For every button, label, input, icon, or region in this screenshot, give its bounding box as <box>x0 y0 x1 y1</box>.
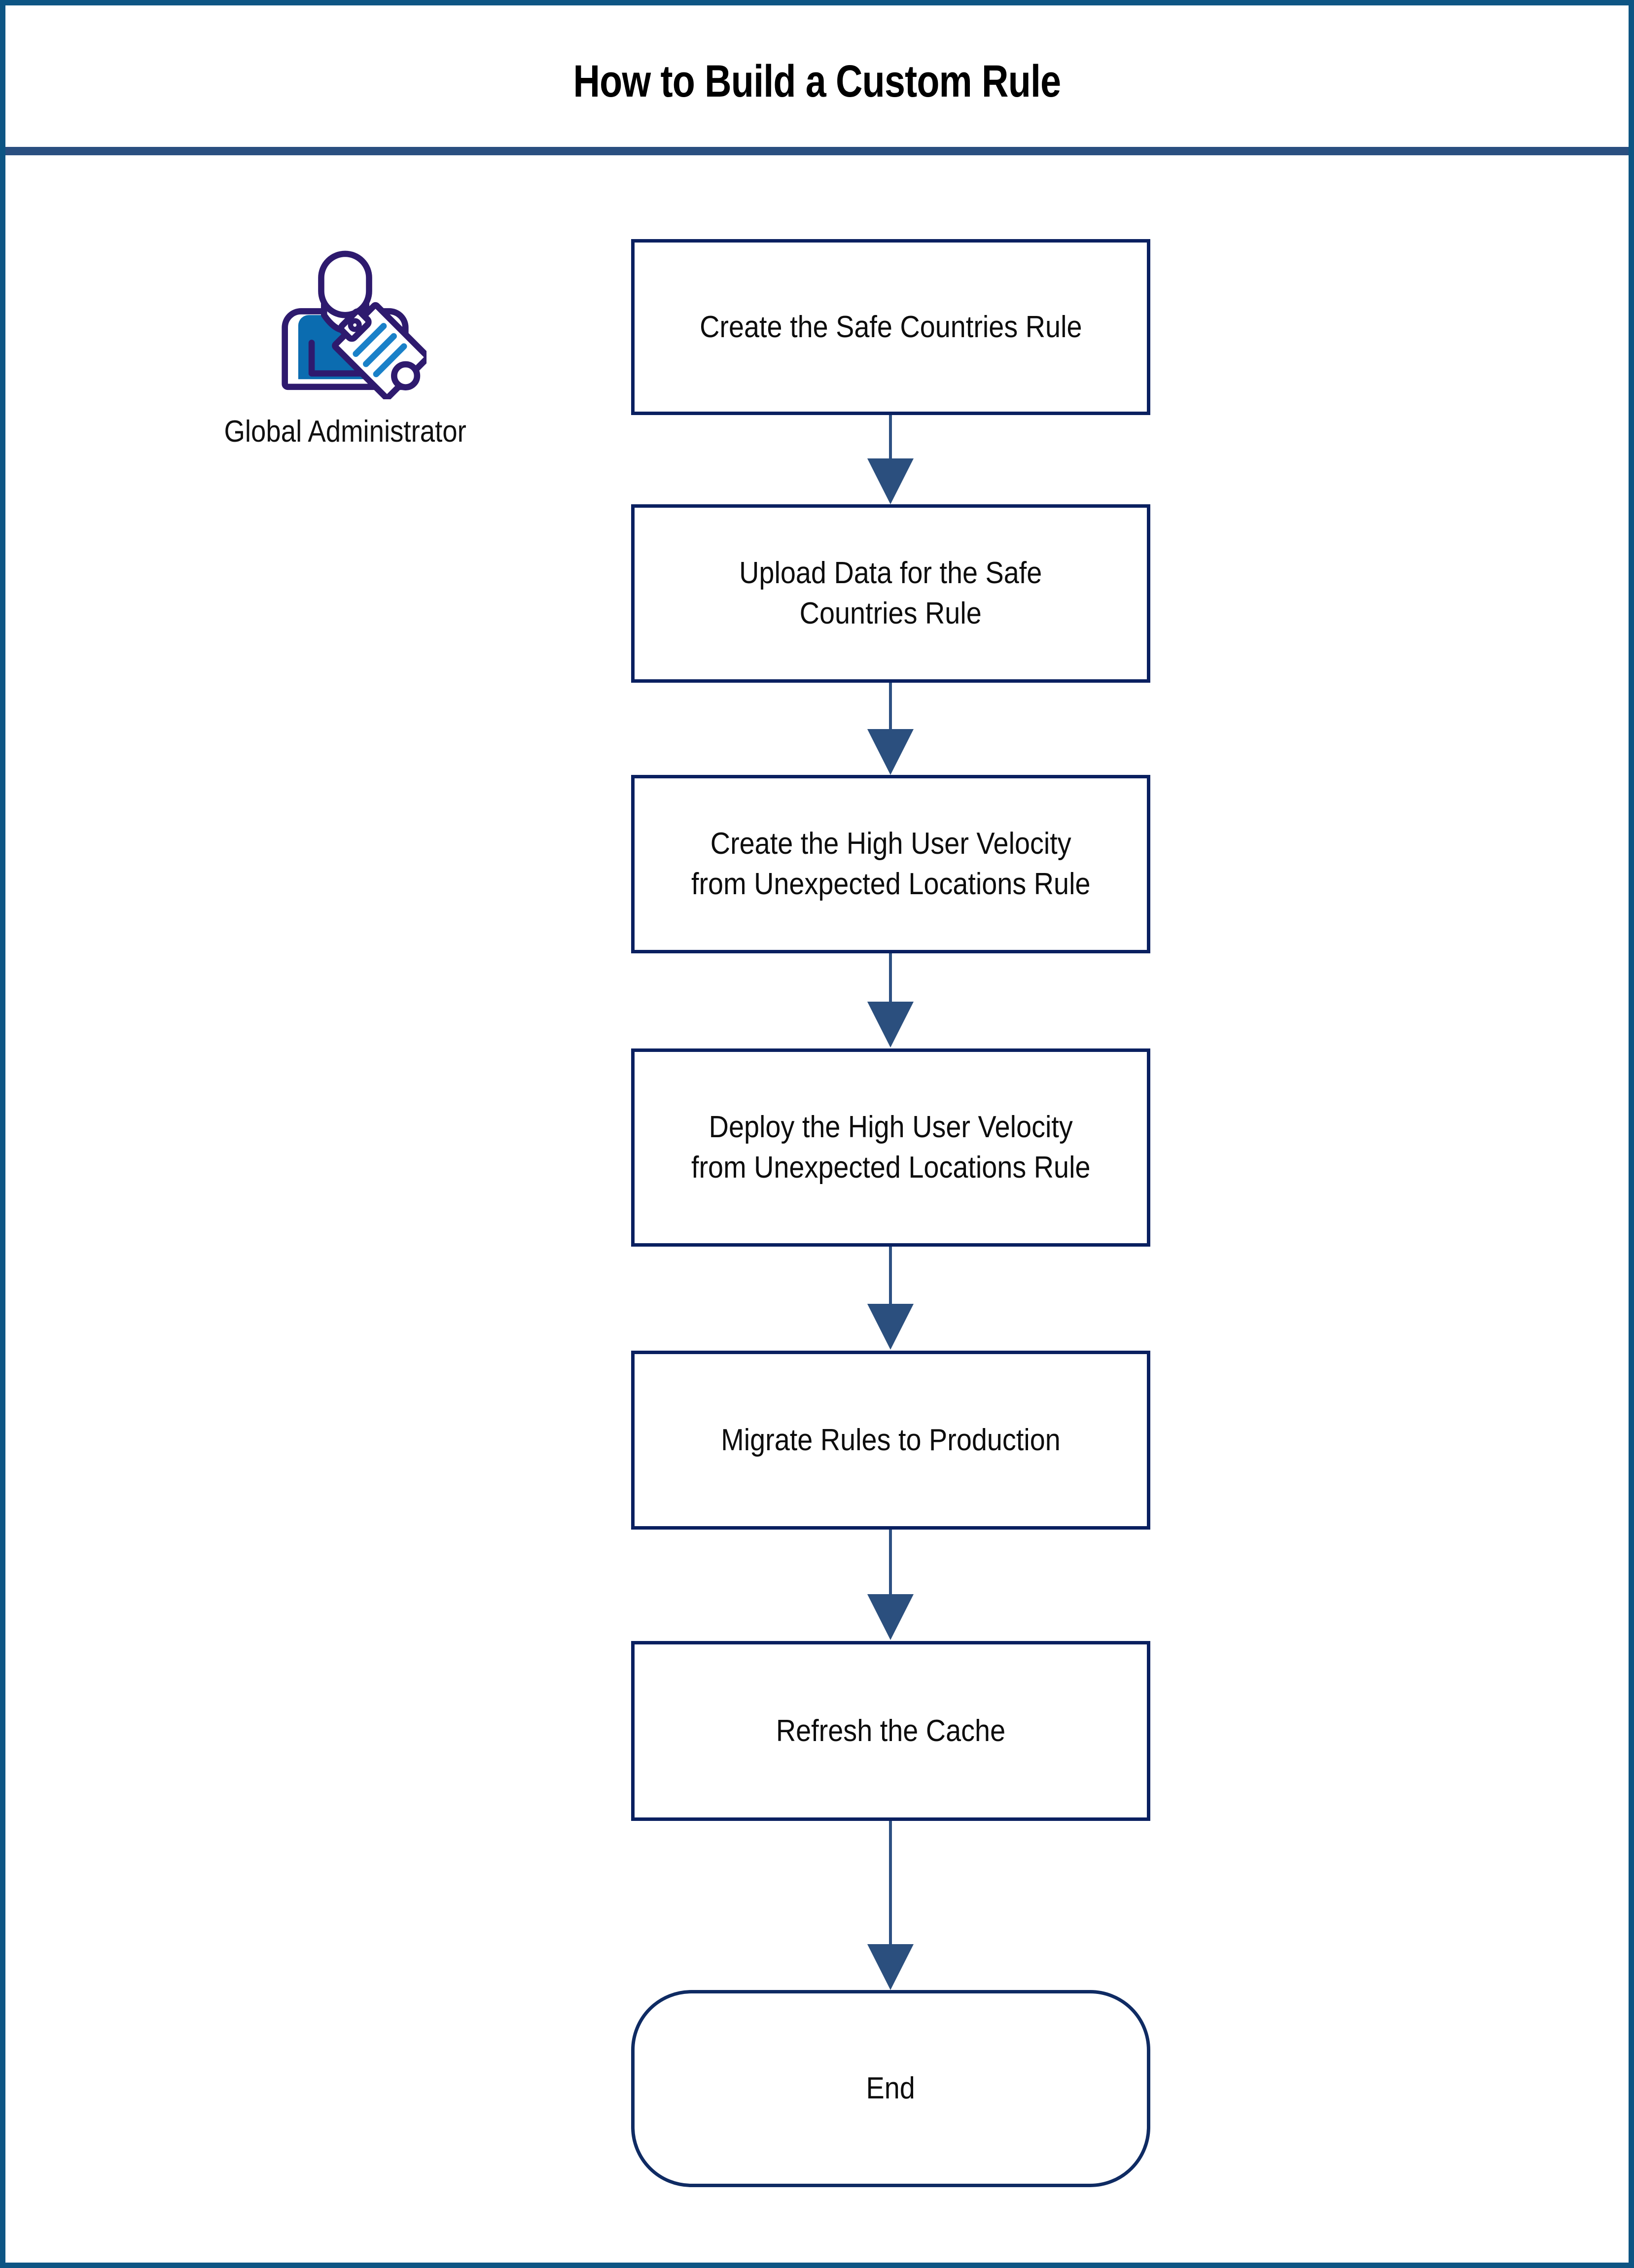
node-label: Deploy the High User Velocity from Unexp… <box>691 1110 1091 1185</box>
node-deploy-high-user-velocity-rule[interactable]: Deploy the High User Velocity from Unexp… <box>631 1048 1150 1247</box>
arrowhead-1 <box>867 458 914 504</box>
node-upload-data-safe-countries-rule[interactable]: Upload Data for the Safe Countries Rule <box>631 504 1150 683</box>
connector-5 <box>889 1530 892 1595</box>
connector-4 <box>889 1247 892 1305</box>
node-label: End <box>866 2071 916 2106</box>
node-refresh-the-cache[interactable]: Refresh the Cache <box>631 1641 1150 1821</box>
connector-2 <box>889 683 892 730</box>
arrowhead-2 <box>867 729 914 775</box>
connector-6 <box>889 1821 892 1945</box>
page-title: How to Build a Custom Rule <box>573 56 1062 106</box>
arrowhead-6 <box>867 1944 914 1990</box>
node-label: Upload Data for the Safe Countries Rule <box>739 556 1042 630</box>
node-label: Migrate Rules to Production <box>721 1423 1061 1457</box>
arrowhead-5 <box>867 1594 914 1640</box>
actor-global-administrator: Global Administrator <box>187 237 503 449</box>
arrowhead-4 <box>867 1304 914 1350</box>
node-label: Refresh the Cache <box>776 1713 1006 1748</box>
global-administrator-icon <box>282 250 426 399</box>
node-migrate-rules-to-production[interactable]: Migrate Rules to Production <box>631 1351 1150 1530</box>
actor-label: Global Administrator <box>224 415 466 449</box>
node-end[interactable]: End <box>631 1990 1150 2187</box>
node-create-safe-countries-rule[interactable]: Create the Safe Countries Rule <box>631 239 1150 415</box>
diagram-header: How to Build a Custom Rule <box>5 5 1629 147</box>
arrowhead-3 <box>867 1002 914 1047</box>
node-create-high-user-velocity-rule[interactable]: Create the High User Velocity from Unexp… <box>631 775 1150 953</box>
connector-3 <box>889 953 892 1003</box>
node-label: Create the Safe Countries Rule <box>699 310 1082 344</box>
header-divider <box>5 147 1629 155</box>
connector-1 <box>889 415 892 459</box>
node-label: Create the High User Velocity from Unexp… <box>691 827 1091 901</box>
